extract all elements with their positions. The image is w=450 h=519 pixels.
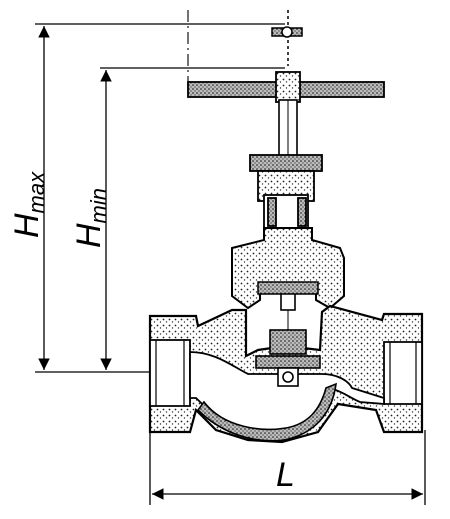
hmin-label: Hmin bbox=[70, 188, 111, 248]
outlet-bore bbox=[383, 341, 423, 405]
handle-raised-position bbox=[271, 10, 303, 66]
handle-bar bbox=[187, 71, 385, 103]
valve-disc bbox=[255, 329, 321, 387]
thread-marks bbox=[155, 340, 417, 406]
bonnet-flange bbox=[257, 281, 319, 295]
seat-partition bbox=[196, 382, 337, 442]
hmax-label: Hmax bbox=[8, 171, 49, 238]
length-label: L bbox=[276, 456, 295, 494]
gland-nut bbox=[249, 154, 323, 230]
inlet-bore bbox=[149, 339, 191, 407]
